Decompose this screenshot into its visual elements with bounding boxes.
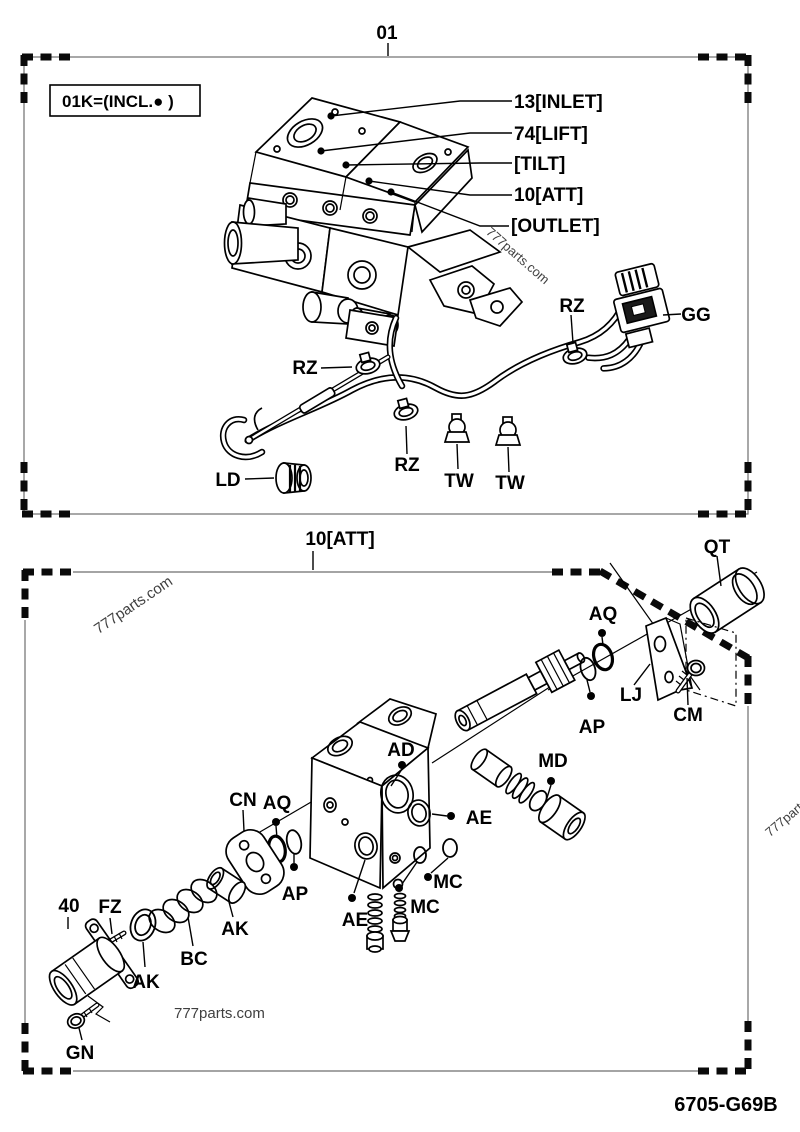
part-40-solenoid: [48, 918, 140, 1006]
callout-rz-2: RZ: [292, 358, 318, 379]
bottom-section-border: [21, 567, 752, 1075]
clip-rz-left: [355, 351, 381, 375]
callout-ak-left: AK: [132, 972, 160, 993]
callout-rz-1: RZ: [559, 296, 585, 317]
part-spool: [454, 648, 586, 732]
part-gn-bolt: [66, 1002, 100, 1030]
part-qt: [689, 567, 765, 634]
callout-ap-left: AP: [282, 884, 309, 905]
callout-cm: CM: [673, 705, 703, 726]
part-ap-right: [579, 656, 597, 682]
callout-bc: BC: [180, 949, 208, 970]
section-ref-label: 10[ATT]: [305, 529, 374, 550]
clip-rz-bottom: [393, 397, 419, 421]
part-mc-lower-ring: [413, 846, 427, 864]
callout-ld: LD: [215, 470, 240, 491]
part-cn-plate: [225, 829, 285, 895]
callout-ap-right: AP: [579, 717, 606, 738]
exploded-view-drawing: [48, 562, 765, 1030]
callout-lj: LJ: [620, 685, 642, 706]
top-callout-labels: 13[INLET] 74[LIFT] [TILT] 10[ATT] [OUTLE…: [215, 92, 710, 494]
callout-cn: CN: [229, 790, 256, 811]
connector-gg: [585, 262, 671, 372]
callout-tw-1: TW: [444, 471, 474, 492]
bottom-box-ref: 10[ATT]: [305, 529, 375, 570]
part-ak-washer: [129, 908, 157, 942]
bulb-tw-right: [494, 416, 522, 446]
callout-fz: FZ: [98, 897, 122, 918]
wiring-harness-drawing: [219, 262, 671, 494]
callout-gg: GG: [681, 305, 711, 326]
callout-gn: GN: [66, 1043, 95, 1064]
incl-note-text: 01K=(INCL.● ): [62, 92, 174, 111]
callout-ae-right: AE: [466, 808, 492, 829]
callout-tw-2: TW: [495, 473, 525, 494]
callout-mc-lower: MC: [410, 897, 440, 918]
callout-rz-3: RZ: [394, 455, 420, 476]
watermark-bottom: 777parts.com: [174, 1005, 265, 1022]
clip-rz-right: [562, 341, 588, 365]
bottom-callout-leaders: [67, 555, 722, 1041]
top-assembly-border: [20, 53, 752, 518]
incl-note-box: 01K=(INCL.● ): [49, 84, 201, 117]
callout-40: 40: [58, 896, 79, 917]
part-bc-springs: [148, 878, 218, 934]
callout-mc-upper: MC: [433, 872, 463, 893]
part-left-chain: [48, 829, 303, 1030]
callout-tilt: [TILT]: [514, 154, 565, 175]
callout-lift: 74[LIFT]: [514, 124, 588, 145]
callout-ad: AD: [387, 740, 414, 761]
callout-aq-right: AQ: [589, 604, 618, 625]
assembly-ref-label: 01: [376, 23, 398, 44]
callout-inlet: 13[INLET]: [514, 92, 603, 113]
part-mc-upper-ring: [442, 838, 458, 858]
callout-outlet: [OUTLET]: [511, 216, 600, 237]
bulb-tw-left: [443, 413, 471, 443]
part-block: [309, 698, 438, 890]
callout-att: 10[ATT]: [514, 185, 583, 206]
callout-ae-left: AE: [342, 910, 368, 931]
part-md-group: [470, 748, 586, 841]
callout-aq-left: AQ: [263, 793, 292, 814]
part-aq-right: [591, 642, 615, 672]
callout-qt: QT: [704, 537, 731, 558]
top-box-ref: 01: [376, 23, 398, 56]
callout-md: MD: [538, 751, 568, 772]
drawing-code: 6705-G69B: [674, 1094, 777, 1116]
callout-ak-right: AK: [221, 919, 249, 940]
top-callout-leaders: [244, 100, 682, 480]
part-ap-left: [285, 829, 303, 855]
part-cm: [675, 659, 706, 694]
bottom-callout-labels: QT AQ LJ CM AP AD MD AE MC MC AE CN AQ A…: [58, 537, 730, 1064]
connector-ld: [275, 462, 312, 494]
